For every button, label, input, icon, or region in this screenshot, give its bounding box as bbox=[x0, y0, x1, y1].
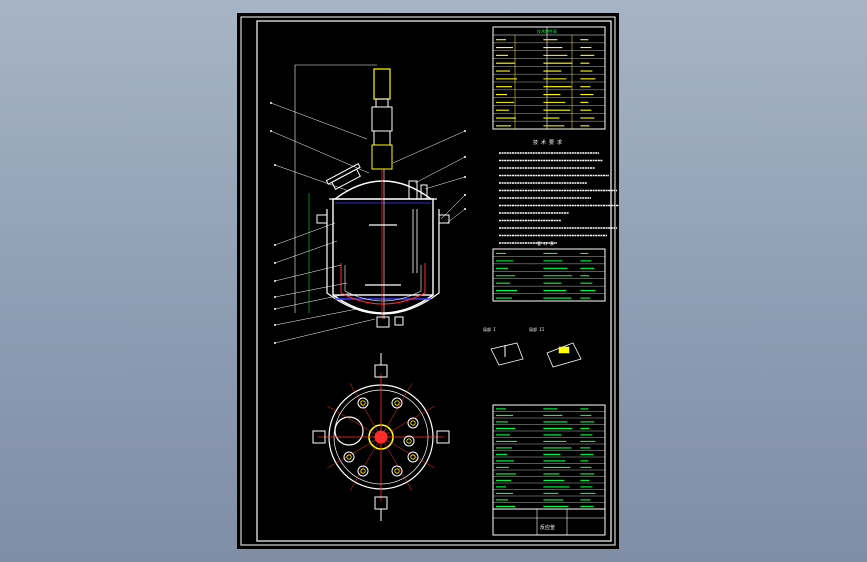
detail-view-1: 局部 I bbox=[483, 326, 524, 366]
nozzle-table-header: 管 口 表 bbox=[537, 240, 554, 246]
outer-frame bbox=[240, 16, 616, 546]
manhole bbox=[325, 163, 361, 191]
plan-view bbox=[312, 353, 450, 521]
vessel-elevation bbox=[270, 64, 466, 344]
inner-frame bbox=[256, 20, 612, 542]
reducer bbox=[371, 106, 393, 132]
technical-requirements: 技 术 要 求 bbox=[499, 139, 619, 244]
jacket bbox=[326, 209, 440, 315]
mechanical-seal bbox=[371, 144, 393, 170]
manhole-plan bbox=[334, 416, 364, 446]
vessel-shell bbox=[332, 198, 434, 296]
drawing-sheet: 技术特性表 技 术 要 求 管 口 表 反应釜 bbox=[237, 13, 619, 549]
tech-table-header: 技术特性表 bbox=[537, 28, 557, 34]
detail-view-2: 局部 II bbox=[529, 326, 582, 368]
motor bbox=[373, 68, 391, 100]
parts-list: 反应釜 bbox=[492, 404, 606, 536]
nozzle-table: 管 口 表 bbox=[492, 240, 606, 302]
tech-req-heading: 技 术 要 求 bbox=[533, 139, 562, 146]
title-block-name: 反应釜 bbox=[540, 524, 555, 531]
svg-text:局部 II: 局部 II bbox=[529, 326, 545, 332]
heating-coil bbox=[340, 263, 426, 305]
svg-text:局部 I: 局部 I bbox=[483, 326, 496, 332]
tech-characteristics-table: 技术特性表 bbox=[492, 26, 606, 130]
drawing-canvas: 技术特性表 技 术 要 求 管 口 表 反应釜 bbox=[240, 16, 619, 546]
